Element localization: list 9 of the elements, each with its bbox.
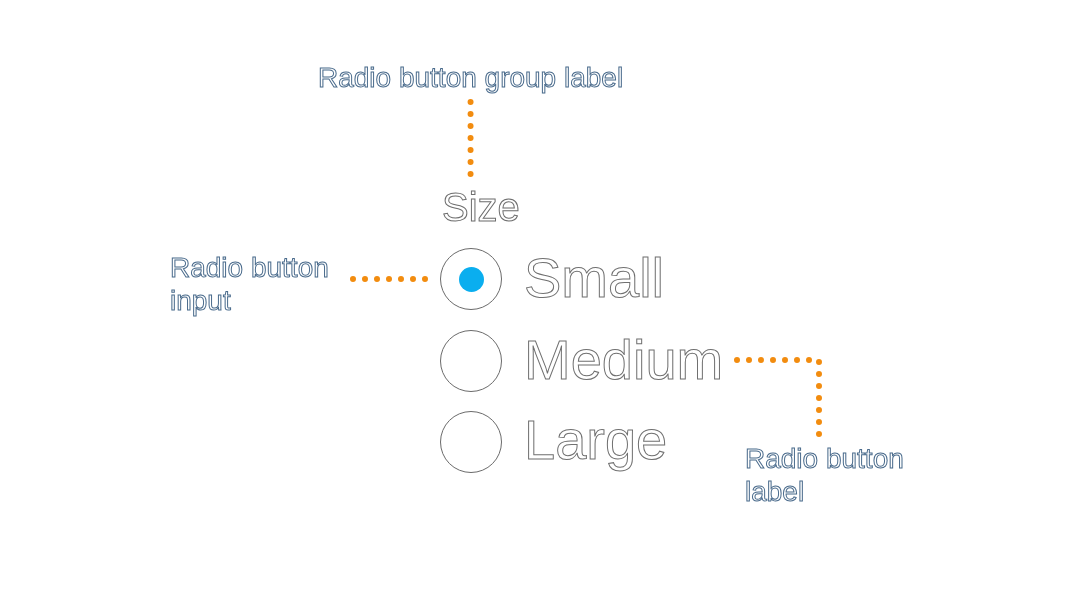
leader-line <box>467 99 474 179</box>
option-label: Large <box>524 408 668 472</box>
option-label: Small <box>524 246 665 310</box>
group-label: Size <box>442 184 520 230</box>
callout-label: Radio button label <box>745 442 920 508</box>
callout-label: Radio button input <box>170 251 345 317</box>
selected-dot <box>458 266 484 292</box>
option-label: Medium <box>524 328 724 392</box>
callout-label: Radio button group label <box>318 61 624 94</box>
